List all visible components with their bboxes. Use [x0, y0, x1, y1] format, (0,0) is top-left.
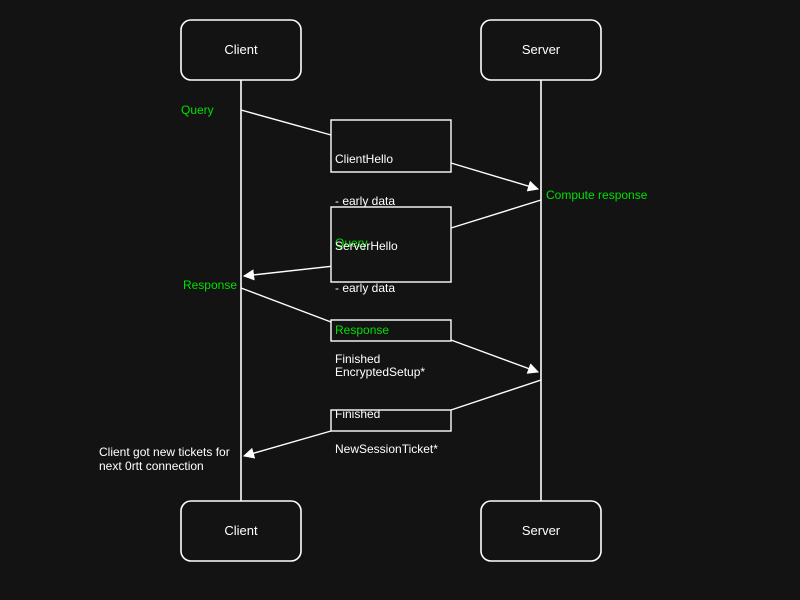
- actor-label-server-bottom: Server: [521, 523, 561, 538]
- label-query: Query: [181, 103, 214, 117]
- note-line-server-hello-0: ServerHello: [335, 239, 398, 253]
- note-server-hello: ServerHello - early data Response Encryp…: [335, 211, 425, 449]
- note-line-server-hello-1: - early data: [335, 281, 396, 295]
- actor-label-client-bottom: Client: [224, 523, 258, 538]
- note-line-finished-0: Finished: [335, 352, 381, 366]
- note-box-new-session-ticket: [330, 409, 452, 432]
- actor-box-server-top: [480, 19, 602, 81]
- label-response: Response: [182, 278, 237, 292]
- message-line-client-hello-a: [240, 109, 332, 136]
- note-line-server-hello-2: Response: [335, 323, 390, 337]
- note-finished: Finished: [335, 324, 380, 394]
- actor-box-client-bottom: [180, 500, 302, 562]
- message-line-new-session-ticket-a: [450, 379, 542, 411]
- note-box-finished: [330, 319, 452, 342]
- message-line-client-hello-b: [450, 162, 540, 192]
- message-line-server-hello-a: [450, 199, 542, 229]
- actor-box-client-top: [180, 19, 302, 81]
- note-line-server-hello-4: Finished: [335, 407, 381, 421]
- note-line-client-hello-1: - early data: [335, 194, 396, 208]
- note-new-session-ticket: NewSessionTicket*: [335, 414, 438, 484]
- note-line-new-session-ticket-0: NewSessionTicket*: [335, 442, 438, 456]
- note-box-server-hello: [330, 206, 452, 283]
- actor-box-server-bottom: [480, 500, 602, 562]
- label-client-tickets-line2: next 0rtt connection: [99, 459, 204, 473]
- note-line-client-hello-0: ClientHello: [335, 152, 394, 166]
- actor-label-server-top: Server: [521, 42, 561, 57]
- message-line-finished-b: [450, 339, 540, 374]
- message-line-new-session-ticket-b: [242, 430, 332, 459]
- note-line-client-hello-2: Query: [335, 236, 368, 250]
- note-line-server-hello-3: EncryptedSetup*: [335, 365, 426, 379]
- note-client-hello: ClientHello - early data Query: [335, 124, 395, 278]
- message-line-finished-a: [240, 287, 332, 323]
- note-box-client-hello: [330, 119, 452, 173]
- actor-label-client-top: Client: [224, 42, 258, 57]
- label-client-tickets-line1: Client got new tickets for: [99, 445, 230, 459]
- label-compute-response: Compute response: [546, 188, 648, 202]
